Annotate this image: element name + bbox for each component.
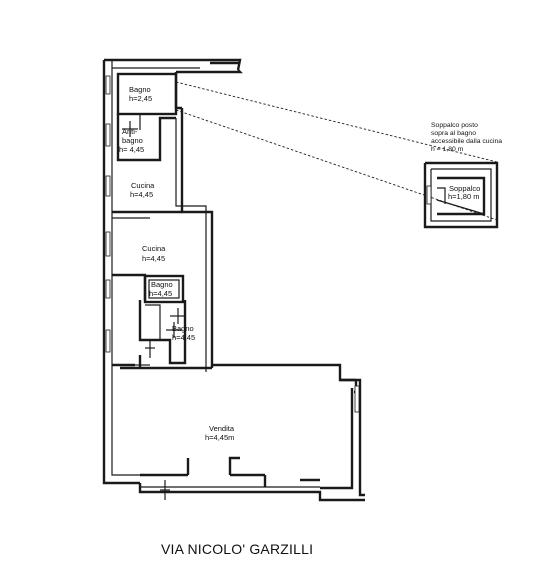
outer-walls xyxy=(102,58,365,502)
mezzanine-note-1: Soppalco posto xyxy=(431,122,478,129)
mezzanine-note-3: accessibile dalla cucina xyxy=(431,138,502,145)
opening-markers xyxy=(122,121,186,500)
street-name: VIA NICOLO' GARZILLI xyxy=(161,541,313,557)
room-name-bagno-top: Bagno xyxy=(129,85,151,94)
interior-walls xyxy=(112,72,214,370)
room-height-bagno-2: h=4,45 xyxy=(149,289,172,298)
projection-lines xyxy=(175,81,498,221)
room-name-antibagno-2: bagno xyxy=(122,136,143,145)
room-height-vendita: h=4,45m xyxy=(205,433,234,442)
room-height-cucina-1: h=4,45 xyxy=(130,190,153,199)
mezzanine-notes: Soppalco posto sopra al bagno accessibil… xyxy=(431,122,502,201)
room-name-bagno-2: Bagno xyxy=(151,280,173,289)
mezzanine-note-2: sopra al bagno xyxy=(431,130,476,137)
mezzanine-note-4: h = 1,80 m xyxy=(431,146,464,153)
windows xyxy=(105,75,360,413)
room-name-cucina-1: Cucina xyxy=(131,181,155,190)
room-height-antibagno: h= 4,45 xyxy=(119,145,144,154)
room-labels: Bagno h=2,45 Anti- bagno h= 4,45 Cucina … xyxy=(119,85,235,442)
mezzanine-detail xyxy=(423,161,499,229)
room-name-cucina-2: Cucina xyxy=(142,244,166,253)
room-height-cucina-2: h=4,45 xyxy=(142,254,165,263)
room-name-antibagno: Anti- xyxy=(122,127,138,136)
room-name-bagno-3: Bagno xyxy=(172,324,194,333)
room-height-bagno-top: h=2,45 xyxy=(129,94,152,103)
room-name-vendita: Vendita xyxy=(209,424,235,433)
mezzanine-label: Soppalco xyxy=(449,184,480,193)
room-height-bagno-3: h=4,45 xyxy=(172,333,195,342)
mezzanine-height: h=1,80 m xyxy=(448,192,479,201)
